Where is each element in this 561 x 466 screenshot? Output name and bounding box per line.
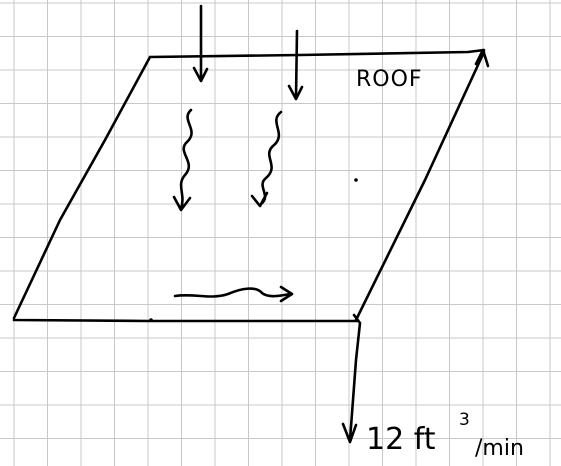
sketch-dot <box>354 178 358 182</box>
sketch-dot <box>149 318 153 322</box>
wavy-flow-arrows <box>172 108 294 303</box>
wavy-flow-arrow-1 <box>172 108 193 212</box>
rain-inflow-arrows <box>192 4 304 101</box>
flow-rate-unit: /min <box>475 436 524 461</box>
sideways-flow-arrow <box>173 285 294 303</box>
inflow-arrow-left <box>192 4 209 83</box>
roof-label: ROOF <box>356 67 423 92</box>
outflow-arrow <box>341 313 362 444</box>
flow-rate-label: 12 ft <box>366 422 436 457</box>
inflow-arrow-right <box>287 29 304 101</box>
flow-rate-exponent: 3 <box>459 410 470 430</box>
wavy-flow-arrow-2 <box>250 110 283 208</box>
